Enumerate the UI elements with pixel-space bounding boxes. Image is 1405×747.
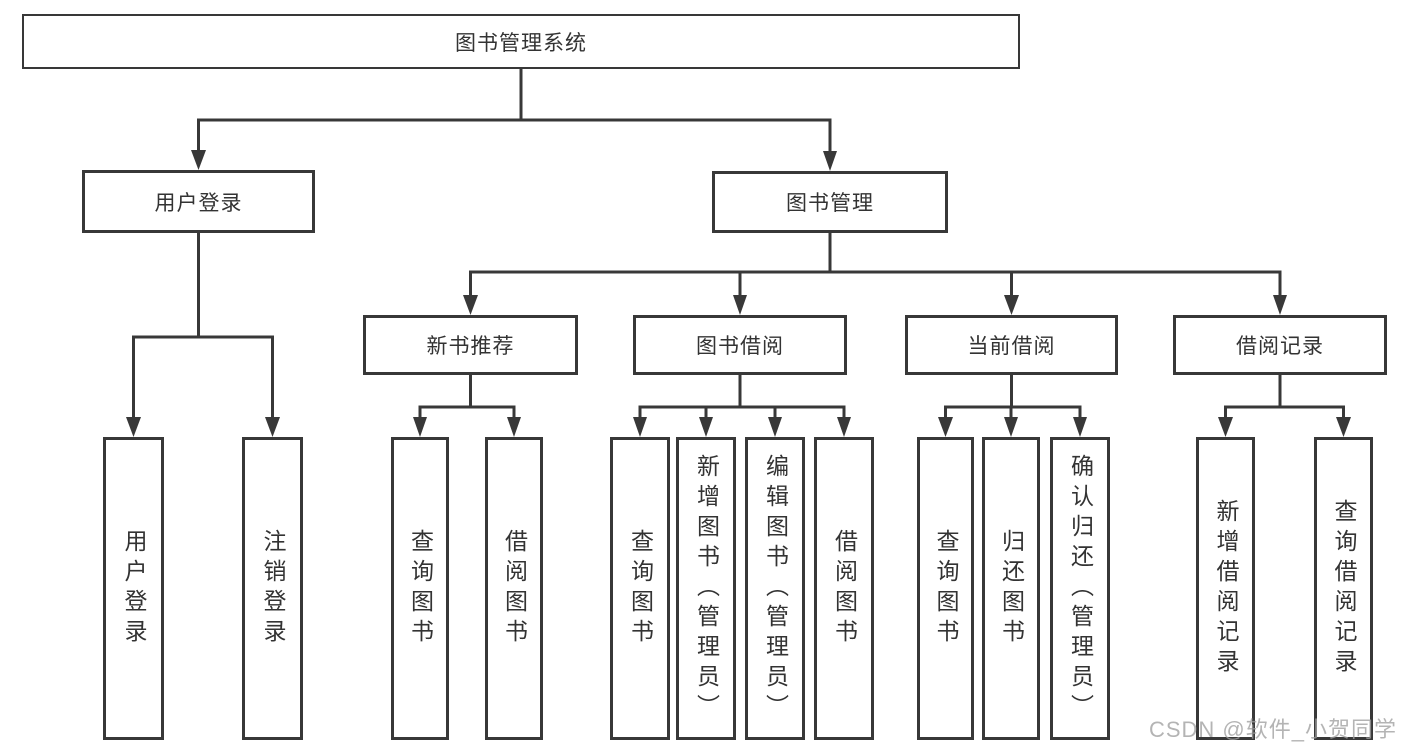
arrowhead bbox=[191, 150, 206, 170]
leaf-query-books-recommend: 查询图书 bbox=[391, 437, 449, 740]
node-label: 新增图书（管理员） bbox=[693, 453, 720, 724]
edge-book-management-to-level3 bbox=[463, 233, 1287, 315]
arrowhead bbox=[265, 417, 280, 437]
node-label: 新增借阅记录 bbox=[1213, 498, 1239, 679]
node-label: 图书借阅 bbox=[696, 335, 784, 358]
node-book-borrowing: 图书借阅 bbox=[633, 315, 847, 375]
node-label: 确认归还（管理员） bbox=[1067, 453, 1094, 724]
leaf-add-book-admin: 新增图书（管理员） bbox=[676, 437, 736, 740]
leaf-borrow-books-borrowing: 借阅图书 bbox=[814, 437, 874, 740]
node-label: 归还图书 bbox=[998, 528, 1025, 649]
node-label: 查询借阅记录 bbox=[1331, 498, 1357, 679]
node-new-book-recommend: 新书推荐 bbox=[363, 315, 578, 375]
edge-root-to-level2 bbox=[191, 68, 837, 171]
node-label: 用户登录 bbox=[121, 528, 147, 649]
leaf-confirm-return-admin: 确认归还（管理员） bbox=[1050, 437, 1110, 740]
node-label: 用户登录 bbox=[154, 191, 243, 215]
node-label: 图书管理 bbox=[786, 192, 874, 215]
edge-current-borrowing-to-leaves bbox=[938, 375, 1087, 437]
leaf-user-login: 用户登录 bbox=[103, 437, 164, 740]
leaf-query-books-current: 查询图书 bbox=[917, 437, 974, 740]
node-label: 图书管理系统 bbox=[455, 31, 587, 55]
node-label: 当前借阅 bbox=[967, 335, 1056, 358]
arrowhead bbox=[837, 417, 851, 437]
node-label: 查询图书 bbox=[627, 528, 654, 649]
node-current-borrowing: 当前借阅 bbox=[905, 315, 1118, 375]
node-user-login: 用户登录 bbox=[82, 170, 315, 233]
arrowhead bbox=[126, 417, 141, 437]
leaf-add-borrow-record: 新增借阅记录 bbox=[1196, 437, 1255, 740]
arrowhead bbox=[823, 151, 837, 171]
leaf-query-borrow-record: 查询借阅记录 bbox=[1314, 437, 1373, 740]
edge-book-borrowing-to-leaves bbox=[633, 375, 851, 437]
node-label: 查询图书 bbox=[933, 528, 959, 649]
arrowhead bbox=[1004, 295, 1019, 315]
arrowhead bbox=[1073, 417, 1087, 437]
arrowhead bbox=[1218, 417, 1233, 437]
node-label: 查询图书 bbox=[407, 528, 434, 649]
node-label: 注销登录 bbox=[260, 528, 286, 649]
node-borrowing-records: 借阅记录 bbox=[1173, 315, 1387, 375]
edge-new-book-recommend-to-leaves bbox=[413, 375, 521, 437]
node-label: 借阅图书 bbox=[831, 528, 858, 649]
leaf-borrow-books-recommend: 借阅图书 bbox=[485, 437, 543, 740]
leaf-query-books-borrowing: 查询图书 bbox=[610, 437, 670, 740]
node-label: 新书推荐 bbox=[426, 335, 515, 358]
node-label: 借阅记录 bbox=[1236, 335, 1324, 358]
leaf-logout: 注销登录 bbox=[242, 437, 303, 740]
arrowhead bbox=[413, 417, 427, 437]
arrowhead bbox=[1273, 295, 1287, 315]
arrowhead bbox=[463, 295, 478, 315]
leaf-return-book: 归还图书 bbox=[982, 437, 1040, 740]
node-book-management: 图书管理 bbox=[712, 171, 948, 233]
arrowhead bbox=[507, 417, 521, 437]
edge-user-login-to-leaves bbox=[126, 233, 280, 437]
node-library-management-system: 图书管理系统 bbox=[22, 14, 1020, 69]
arrowhead bbox=[938, 417, 953, 437]
arrowhead bbox=[733, 295, 747, 315]
leaf-edit-book-admin: 编辑图书（管理员） bbox=[745, 437, 805, 740]
arrowhead bbox=[1004, 417, 1018, 437]
node-label: 借阅图书 bbox=[501, 528, 528, 649]
node-label: 编辑图书（管理员） bbox=[762, 453, 789, 724]
arrowhead bbox=[1336, 417, 1351, 437]
csdn-watermark: CSDN @软件_小贺同学 bbox=[1148, 717, 1397, 742]
arrowhead bbox=[768, 417, 782, 437]
arrowhead bbox=[633, 417, 647, 437]
arrowhead bbox=[699, 417, 713, 437]
edge-borrowing-records-to-leaves bbox=[1218, 375, 1351, 437]
